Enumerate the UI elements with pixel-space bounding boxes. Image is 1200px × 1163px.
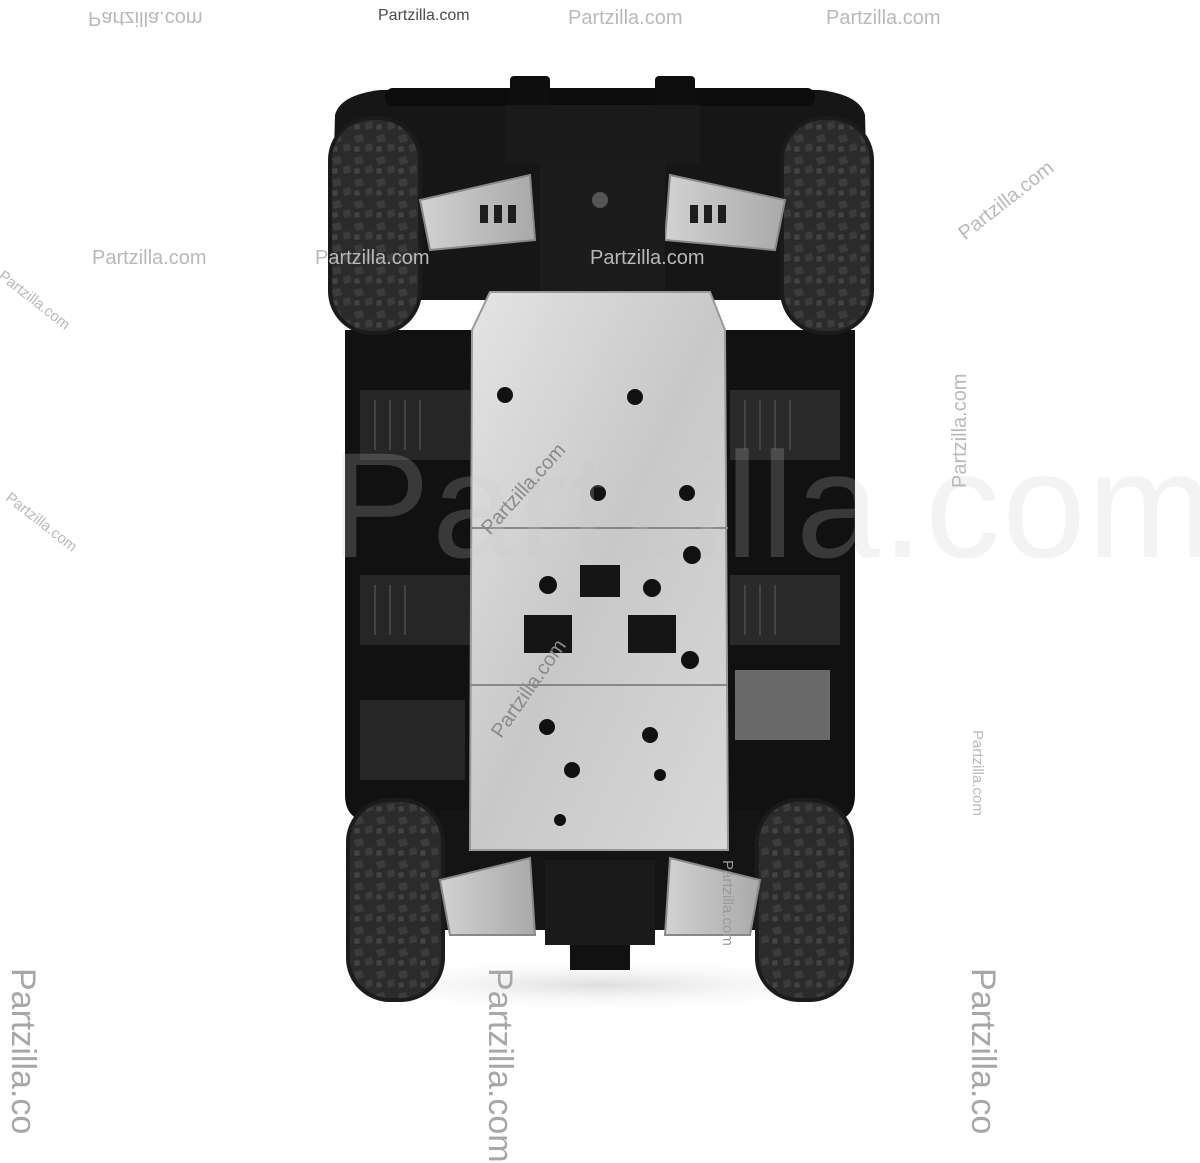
photo-stage: Partzilla.com Partzilla.com Partzilla.co… [0,7,1200,1163]
tire-front-left [328,116,422,335]
a-arm-guard-rear-left [438,856,537,936]
front-hitch [505,105,700,165]
skid-plate-vents [524,565,676,653]
skid-plate-holes [497,387,701,826]
side-vents-right [730,390,840,740]
tire-rear-left [346,798,445,1002]
tire-front-right [780,116,874,335]
rear-hitch [570,945,630,970]
tire-rear-right [755,798,854,1002]
utv-underside-image [300,76,900,1013]
rear-differential-frame [545,860,655,945]
front-differential-frame [540,160,665,290]
front-bumper-bar [385,88,815,106]
a-arm-guard-rear-right [663,856,762,936]
ground-shadow [300,957,900,1013]
side-vents-left [360,390,470,780]
a-arm-guard-front-left [418,173,537,252]
